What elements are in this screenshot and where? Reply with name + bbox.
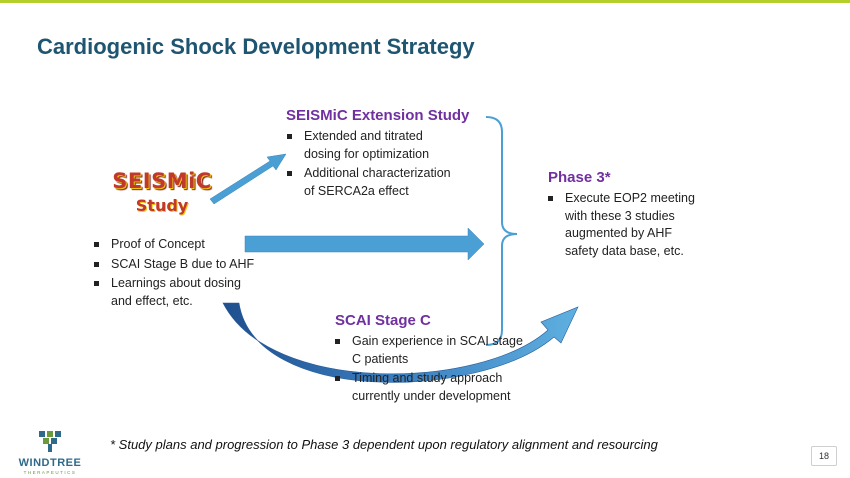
- bullet-item: Execute EOP2 meeting with these 3 studie…: [545, 190, 705, 260]
- company-name: WINDTREE: [18, 457, 82, 469]
- phase3-heading: Phase 3*: [548, 169, 611, 186]
- curved-arrow-to-phase3: [222, 302, 579, 383]
- bullet-item: Proof of Concept: [91, 236, 261, 254]
- tree-icon: [39, 431, 61, 452]
- extension-heading: SEISMiC Extension Study: [286, 107, 470, 124]
- arrow-to-phase3: [244, 227, 485, 261]
- bullet-item: Learnings about dosing and effect, etc.: [91, 275, 261, 310]
- arrow-to-extension: [209, 153, 287, 205]
- grouping-brace: [485, 116, 518, 346]
- extension-bullet-list: Extended and titrated dosing for optimiz…: [284, 128, 459, 202]
- page-number: 18: [811, 446, 837, 466]
- left-bullet-list: Proof of Concept SCAI Stage B due to AHF…: [91, 236, 261, 312]
- company-logo: WINDTREE THERAPEUTICS: [10, 430, 90, 475]
- top-accent-bar: [0, 0, 850, 3]
- stage-c-heading: SCAI Stage C: [335, 312, 431, 329]
- phase3-bullet-list: Execute EOP2 meeting with these 3 studie…: [545, 190, 705, 262]
- bullet-item: Extended and titrated dosing for optimiz…: [284, 128, 459, 163]
- bullet-item: Additional characterization of SERCA2a e…: [284, 165, 459, 200]
- bullet-item: Gain experience in SCAI stage C patients: [332, 333, 527, 368]
- bullet-item: SCAI Stage B due to AHF: [91, 256, 261, 274]
- seismic-study-logo: SEISMiC Study: [112, 171, 212, 214]
- slide-title: Cardiogenic Shock Development Strategy: [37, 34, 475, 59]
- stage-c-bullet-list: Gain experience in SCAI stage C patients…: [332, 333, 527, 407]
- bullet-item: Timing and study approach currently unde…: [332, 370, 527, 405]
- logo-sub-text: Study: [135, 196, 189, 215]
- company-tagline: THERAPEUTICS: [23, 470, 77, 475]
- logo-main-text: SEISMiC: [112, 169, 212, 193]
- footnote: * Study plans and progression to Phase 3…: [110, 437, 658, 452]
